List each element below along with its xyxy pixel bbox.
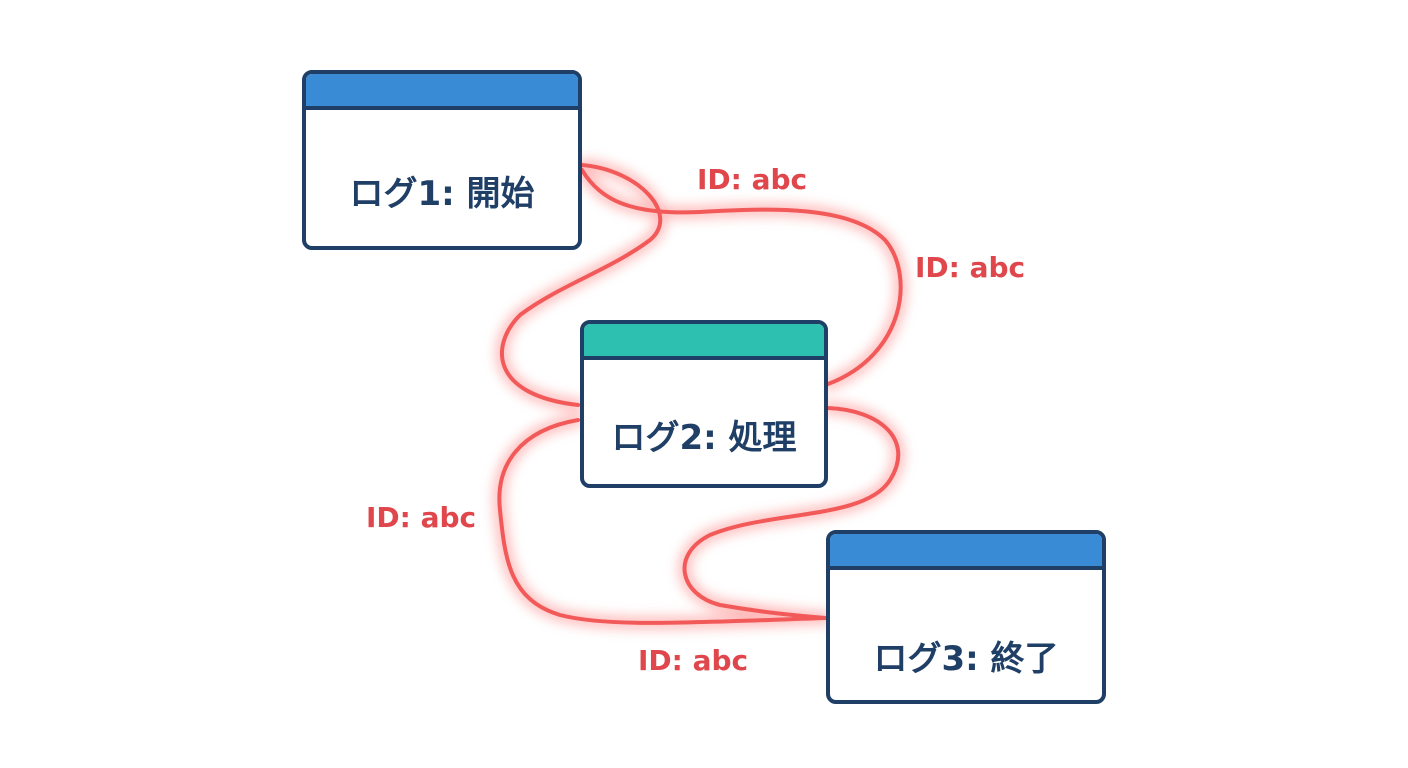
log-node-1-header bbox=[306, 74, 578, 110]
thread-log1-to-log2-right bbox=[580, 168, 903, 386]
edge-label-4: ID: abc bbox=[638, 644, 749, 677]
thread-lines bbox=[497, 163, 903, 625]
edge-label-1: ID: abc bbox=[697, 163, 808, 196]
log-node-2-header bbox=[584, 324, 824, 360]
thread-log2-to-log3-left bbox=[497, 418, 828, 625]
log-node-1-label: ログ1: 開始 bbox=[349, 174, 535, 214]
log-node-3-label: ログ3: 終了 bbox=[873, 639, 1059, 679]
log-node-2[interactable]: ログ2: 処理 bbox=[580, 320, 828, 488]
log-node-3[interactable]: ログ3: 終了 bbox=[826, 530, 1106, 704]
log-node-2-label: ログ2: 処理 bbox=[611, 418, 797, 458]
thread-log2-to-log3-right bbox=[682, 406, 901, 620]
thread-log1-to-log2-left bbox=[499, 163, 663, 407]
edge-label-2: ID: abc bbox=[915, 251, 1026, 284]
log-node-3-header bbox=[830, 534, 1102, 570]
edge-label-3: ID: abc bbox=[366, 501, 477, 534]
log-node-1[interactable]: ログ1: 開始 bbox=[302, 70, 582, 250]
